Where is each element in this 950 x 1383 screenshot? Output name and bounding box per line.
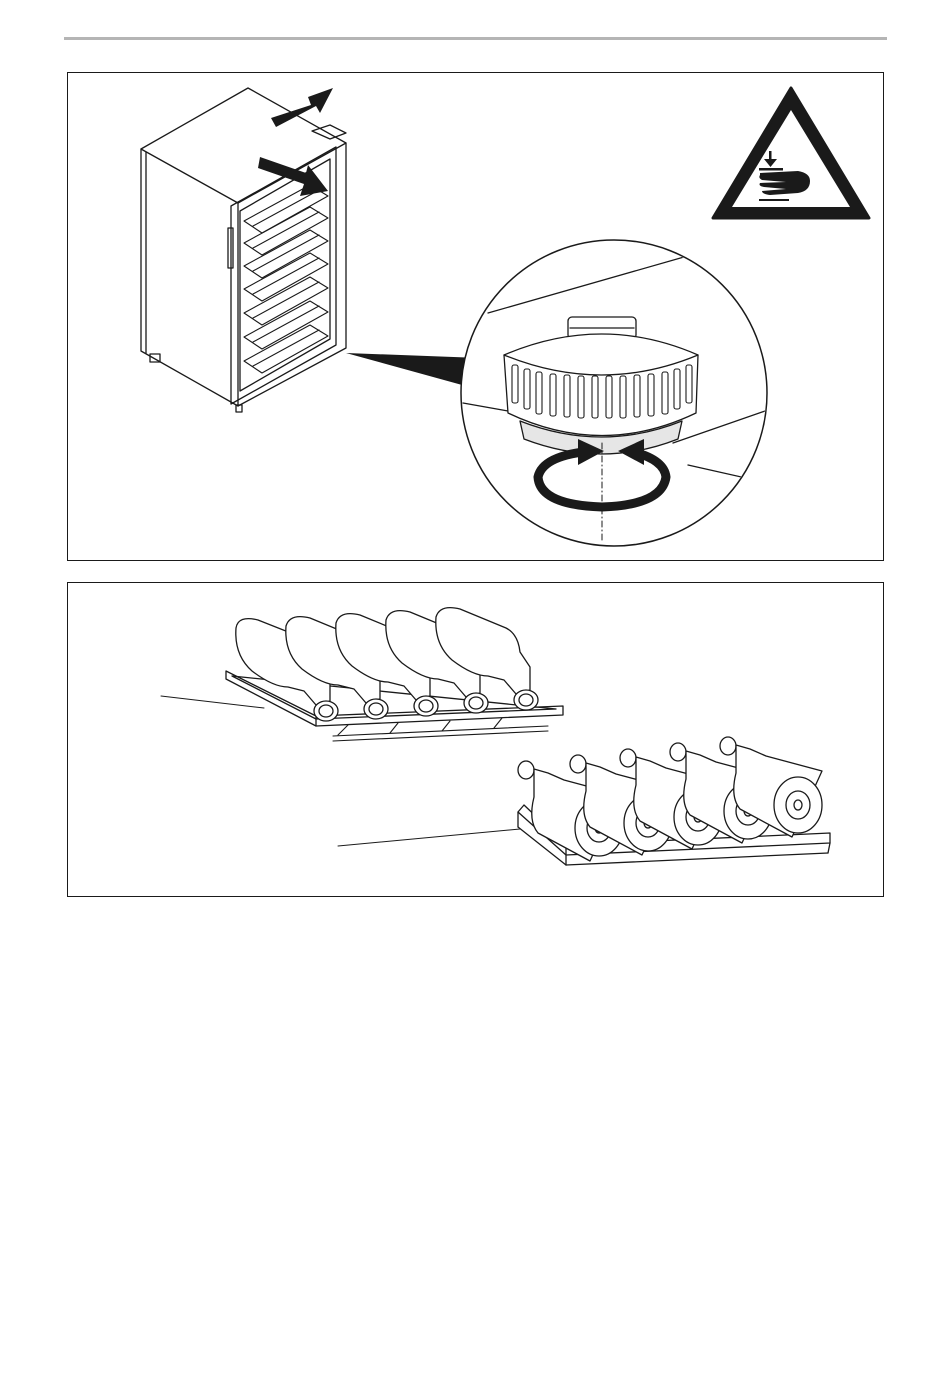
figure-bottle-shelves	[67, 582, 884, 897]
levelling-foot-detail	[461, 233, 788, 546]
bottle	[436, 608, 538, 710]
shelf-necks-forward	[226, 608, 563, 741]
header-rule	[64, 37, 887, 40]
wine-cabinet	[141, 88, 346, 412]
callout-pointer	[346, 353, 480, 388]
bottle-shelves-illustration	[68, 583, 885, 898]
leader-line-shelf-2	[338, 829, 520, 846]
figure-cabinet-levelling	[67, 72, 884, 561]
leader-line-shelf-1	[161, 696, 264, 708]
warning-hand-crush-icon	[713, 88, 869, 218]
cabinet-illustration	[68, 73, 885, 562]
shelf-bases-forward	[518, 737, 830, 865]
